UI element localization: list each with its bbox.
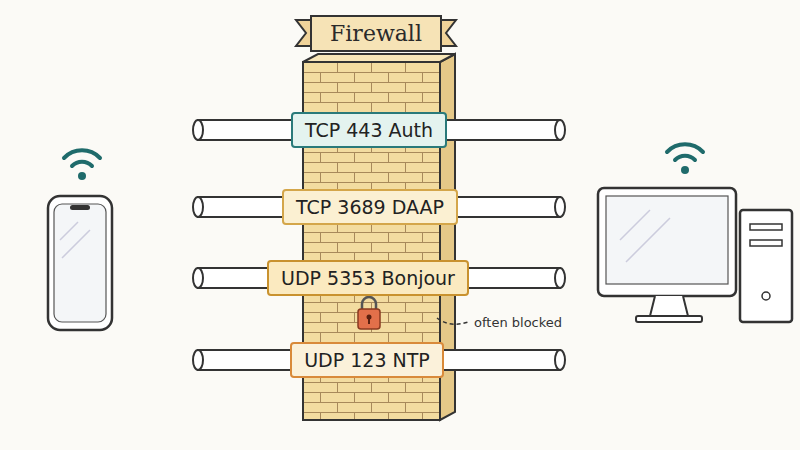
port-label: UDP 123 NTP — [304, 349, 430, 371]
computer-icon — [598, 144, 792, 322]
leader-line — [437, 318, 468, 324]
port-tag: TCP 443 Auth — [291, 112, 447, 148]
note-label: often blocked — [472, 315, 564, 330]
title-banner: Firewall — [310, 15, 442, 52]
pipes — [193, 120, 565, 370]
port-label: TCP 443 Auth — [305, 119, 433, 141]
lock-icon — [358, 297, 380, 329]
wall-top — [303, 54, 455, 62]
port-label: TCP 3689 DAAP — [296, 196, 444, 218]
port-tag: UDP 5353 Bonjour — [267, 260, 469, 296]
port-tag: TCP 3689 DAAP — [282, 189, 458, 225]
phone-icon — [48, 150, 112, 330]
port-tag: UDP 123 NTP — [290, 342, 444, 378]
port-label: UDP 5353 Bonjour — [281, 267, 455, 289]
